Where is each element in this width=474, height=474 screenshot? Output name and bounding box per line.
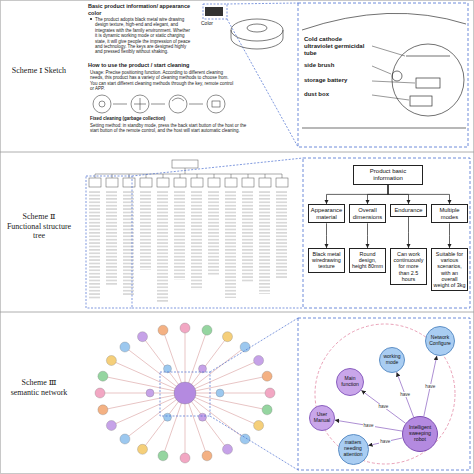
edge-label: have: [379, 439, 391, 444]
node-text: Can work continuously for more than 2.5 …: [393, 251, 425, 282]
zoom-leader: [210, 416, 298, 470]
paragraph: Usage: Precise positioning function. Acc…: [90, 70, 235, 92]
edge-label: have: [363, 423, 375, 428]
concept-circle: working mode: [379, 347, 405, 373]
node-text: working mode: [383, 354, 402, 366]
zoom-box: [86, 176, 132, 308]
part-label: storage battery: [304, 77, 368, 84]
robot-detail-sketch: [302, 13, 466, 128]
node-text: Endurance: [394, 207, 422, 214]
zoom-leader: [210, 318, 298, 372]
connector: [408, 217, 409, 248]
structure-box: Suitable for various scenarios, with an …: [431, 248, 468, 291]
zoom-leader: [132, 158, 303, 176]
zoom-box: [160, 372, 210, 416]
connector: [449, 223, 450, 248]
node-text: Black metal wiredrawing texture: [311, 251, 343, 270]
edge-label: have: [377, 404, 389, 409]
zoom-leader: [132, 308, 303, 309]
zoom-panel: [298, 3, 468, 147]
section-heading: Basic product information/ appearance co…: [88, 3, 193, 16]
structure-box: Overall dimensions: [349, 204, 386, 223]
part-label: Cold cathode ultraviolet germicidal tube: [304, 36, 368, 58]
leader-lines: [372, 46, 415, 100]
robot-sketch: [231, 19, 283, 49]
zoom-box: [203, 4, 227, 19]
node-text: Product basic information: [356, 168, 421, 182]
concept-circle: Network Configure: [425, 326, 455, 356]
node-text: Appearance material: [311, 207, 343, 220]
section-heading: How to use the product / start cleaning: [88, 62, 238, 69]
concept-circle: Intelligent sweeping robot: [402, 416, 438, 452]
edge-label: have: [399, 392, 411, 397]
concept-circle: Main function: [336, 368, 364, 396]
structure-box: Can work continuously for more than 2.5 …: [390, 248, 427, 285]
connector: [388, 185, 450, 204]
connector: [368, 438, 402, 446]
network-links: [100, 328, 270, 458]
node-text: Multiple modes: [434, 207, 466, 220]
node-text: Network Configure: [429, 335, 451, 347]
part-label: dust box: [304, 91, 368, 98]
scheme-label: Scheme Ⅲ semantic network: [10, 378, 68, 397]
connector: [367, 223, 368, 248]
concept-circle: matters needing attention: [338, 434, 369, 465]
concept-circle: User Manual: [309, 405, 335, 431]
structure-box: Multiple modes: [431, 204, 468, 223]
structure-tree-sketch: [89, 160, 288, 187]
scheme-label: Scheme Ⅱ Functional structure tree: [6, 212, 72, 241]
note: Fixed cleaning (garbage collection): [90, 116, 250, 121]
row-divider: [0, 312, 474, 313]
structure-box: Round design, height 80mm: [349, 248, 386, 273]
scheme-label: Scheme Ⅰ Sketch: [8, 66, 70, 76]
connector: [335, 420, 402, 431]
connector: [368, 185, 389, 204]
node-text: Round design, height 80mm: [352, 251, 384, 270]
zoom-panel: [303, 158, 470, 308]
zoom-circle: [315, 324, 455, 464]
part-label: side brush: [304, 62, 368, 69]
node-text: Main function: [340, 376, 360, 388]
connector: [424, 356, 437, 417]
zoom-panel: [298, 318, 470, 470]
structure-box: Endurance: [390, 204, 427, 217]
connector: [397, 372, 414, 417]
network-nodes: [95, 323, 275, 463]
node-text: Intelligent sweeping robot: [407, 425, 433, 443]
zoom-leader: [227, 3, 298, 4]
paragraph: The product adopts black metal wire draw…: [95, 17, 193, 55]
node-text: Suitable for various scenarios, with an …: [434, 251, 466, 288]
bullet: [90, 18, 92, 20]
row-divider: [0, 152, 474, 153]
edge-label: have: [424, 384, 436, 389]
structure-box: Product basic information: [353, 165, 423, 185]
structure-box: Appearance material: [308, 204, 345, 223]
node-text: User Manual: [313, 412, 332, 424]
structure-box: Black metal wiredrawing texture: [308, 248, 345, 273]
usage-sketches: [93, 95, 225, 113]
color-label: Color: [201, 20, 225, 26]
connector: [327, 185, 389, 204]
node-text: matters needing attention: [342, 440, 364, 457]
connector: [326, 223, 327, 248]
color-swatch: [205, 7, 223, 16]
paragraph: Setting method: in standby mode, press t…: [90, 123, 250, 134]
node-text: Overall dimensions: [352, 207, 384, 220]
tree-leaf-columns: [88, 190, 289, 302]
